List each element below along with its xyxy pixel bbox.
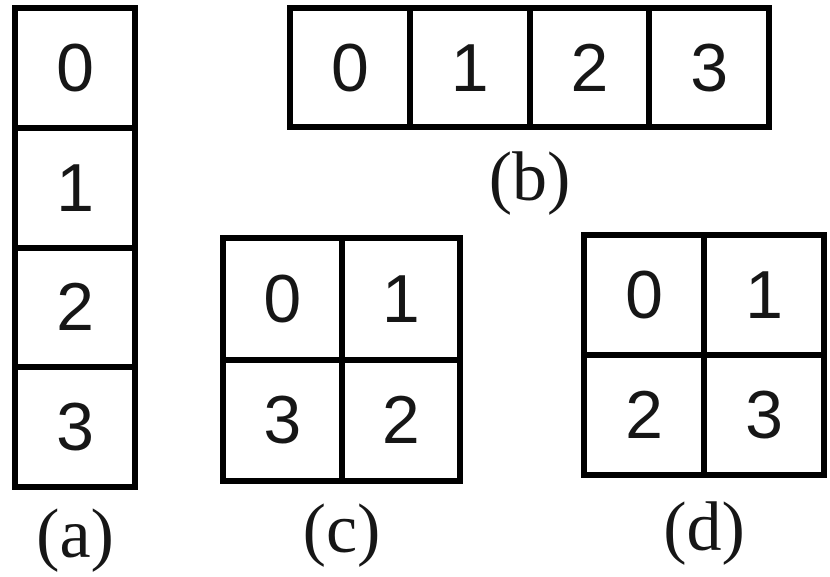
caption-b: (b) (488, 139, 571, 216)
array-cell: 0 (587, 238, 701, 352)
array-cell: 1 (344, 241, 457, 357)
array-panel-d: 0 1 2 3 (581, 232, 827, 478)
array-cell: 1 (412, 11, 527, 124)
array-cell: 3 (226, 362, 339, 478)
array-cell: 3 (652, 11, 766, 124)
array-cell: 0 (18, 11, 132, 125)
array-cell: 3 (707, 358, 821, 472)
caption-d: (d) (663, 489, 745, 566)
array-cell: 1 (707, 238, 821, 352)
array-cell: 2 (532, 11, 647, 124)
array-cell: 3 (18, 370, 132, 484)
array-cell: 0 (226, 241, 339, 357)
caption-c: (c) (302, 491, 381, 568)
array-cell: 2 (18, 250, 132, 365)
array-panel-b: 0 1 2 3 (287, 5, 772, 130)
array-cell: 1 (18, 130, 132, 245)
array-cell: 2 (587, 358, 701, 472)
array-cell: 0 (293, 11, 407, 124)
caption-a: (a) (36, 496, 114, 573)
array-cell: 2 (344, 362, 457, 478)
array-panel-c: 0 1 3 2 (220, 235, 463, 484)
array-panel-a: 0 1 2 3 (12, 5, 138, 490)
